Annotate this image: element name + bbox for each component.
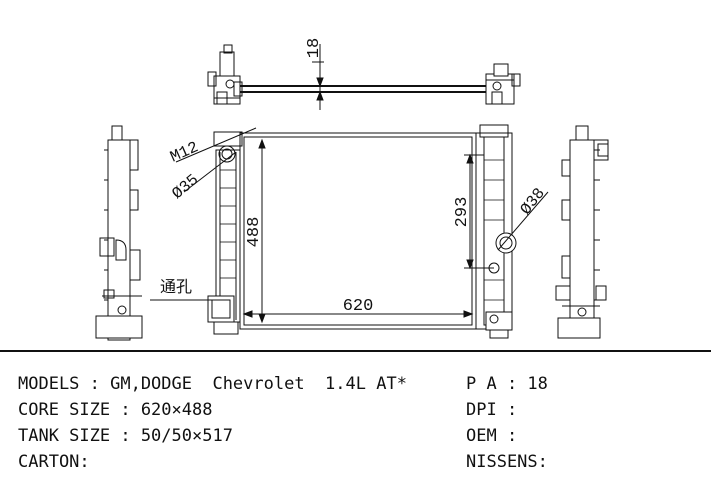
models-spec: MODELS : GM,DODGE Chevrolet 1.4L AT*: [18, 374, 407, 394]
dpi-spec: DPI :: [466, 400, 518, 420]
vent-label: 通孔: [160, 277, 192, 296]
nissens-spec: NISSENS:: [466, 452, 548, 472]
left-diameter-label: Ø35: [169, 171, 203, 203]
right-side-view: [555, 125, 609, 339]
thread-label: M12: [168, 138, 202, 166]
front-view: [150, 124, 549, 339]
width-dimension: 620: [343, 297, 374, 316]
oem-spec: OEM :: [466, 426, 518, 446]
carton-spec: CARTON:: [18, 452, 90, 472]
pa-spec: P A : 18: [466, 374, 548, 394]
top-view: [207, 44, 521, 110]
tank-size-spec: TANK SIZE : 50/50×517: [18, 426, 233, 446]
depth-dimension: 18: [305, 38, 324, 58]
height-dimension: 488: [245, 217, 264, 248]
right-diameter-label: Ø38: [517, 185, 549, 219]
partial-height-dimension: 293: [453, 197, 472, 228]
left-side-view: [95, 125, 143, 341]
core-size-spec: CORE SIZE : 620×488: [18, 400, 213, 420]
